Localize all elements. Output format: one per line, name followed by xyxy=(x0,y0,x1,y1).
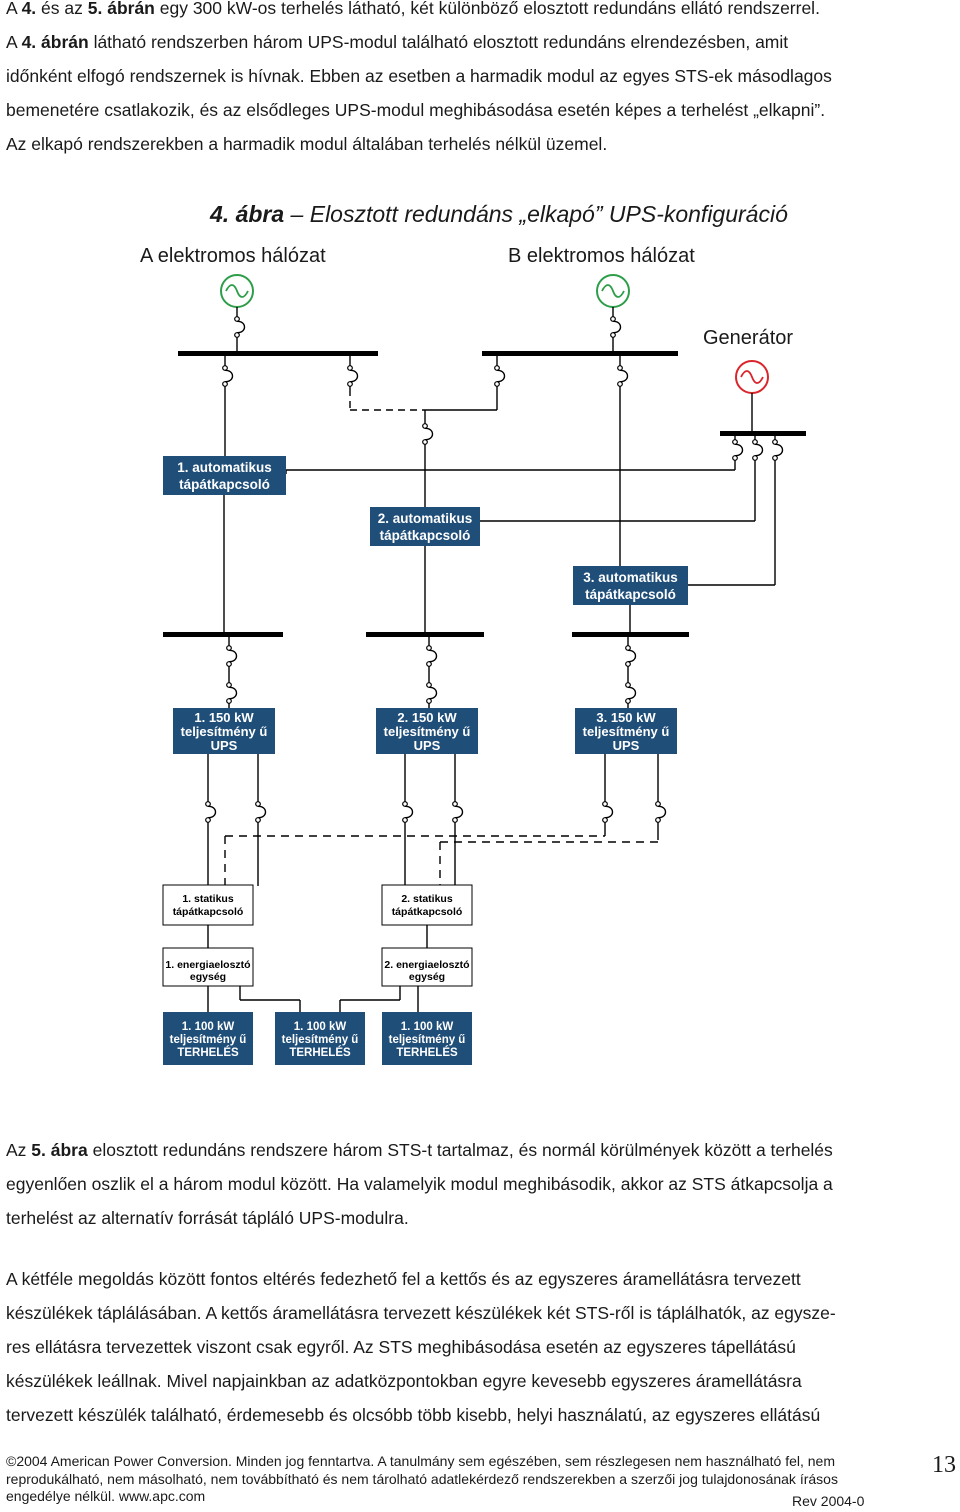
svg-text:UPS: UPS xyxy=(211,738,238,753)
ups-1-box: 1. 150 kW teljesítmény ű UPS xyxy=(173,708,275,754)
utility-a-source-icon xyxy=(220,274,254,308)
intro-line-2: A 4. ábrán látható rendszerben három UPS… xyxy=(6,32,789,52)
svg-text:1. automatikus: 1. automatikus xyxy=(177,460,272,475)
svg-text:UPS: UPS xyxy=(414,738,441,753)
svg-text:TERHELÉS: TERHELÉS xyxy=(177,1046,239,1059)
svg-text:tápátkapcsoló: tápátkapcsoló xyxy=(585,587,676,602)
paragraph-fig5: Az 5. ábra elosztott redundáns rendszere… xyxy=(6,1133,946,1235)
svg-text:teljesítmény ű: teljesítmény ű xyxy=(181,724,268,739)
svg-text:tápátkapcsoló: tápátkapcsoló xyxy=(173,906,244,918)
sts-1-box: 1. statikus tápátkapcsoló xyxy=(162,884,254,926)
svg-text:tápátkapcsoló: tápátkapcsoló xyxy=(392,906,463,918)
svg-text:2. statikus: 2. statikus xyxy=(401,893,453,905)
svg-text:teljesítmény ű: teljesítmény ű xyxy=(583,724,670,739)
svg-text:teljesítmény ű: teljesítmény ű xyxy=(282,1034,359,1046)
grid-a-label: A elektromos hálózat xyxy=(140,245,326,267)
sts-2-box: 2. statikus tápátkapcsoló xyxy=(381,884,473,926)
p2-line-3: res ellátásra tervezettek viszont csak e… xyxy=(6,1337,796,1357)
load-3-box: 1. 100 kW teljesítmény ű TERHELÉS xyxy=(382,1012,472,1065)
svg-text:tápátkapcsoló: tápátkapcsoló xyxy=(179,477,270,492)
svg-text:egység: egység xyxy=(409,971,445,983)
svg-text:teljesítmény ű: teljesítmény ű xyxy=(389,1034,466,1046)
svg-text:teljesítmény ű: teljesítmény ű xyxy=(384,724,471,739)
pdu-2-box: 2. energiaelosztó egység xyxy=(381,947,473,987)
paragraph-dual-power: A kétféle megoldás között fontos eltérés… xyxy=(6,1262,946,1432)
footer-line-1: ©2004 American Power Conversion. Minden … xyxy=(6,1453,836,1469)
svg-text:teljesítmény ű: teljesítmény ű xyxy=(170,1034,247,1046)
footer-line-2: reprodukálható, nem másolható, nem továb… xyxy=(6,1470,838,1487)
svg-text:egység: egység xyxy=(190,971,226,983)
generator-label: Generátor xyxy=(703,327,793,349)
load-1-box: 1. 100 kW teljesítmény ű TERHELÉS xyxy=(163,1012,253,1065)
intro-line-3: időnként elfogó rendszernek is hívnak. E… xyxy=(6,66,832,86)
svg-text:2. 150 kW: 2. 150 kW xyxy=(397,710,457,725)
intro-line-4: bemenetére csatlakozik, és az elsődleges… xyxy=(6,100,826,120)
p2-line-1: A kétféle megoldás között fontos eltérés… xyxy=(6,1269,801,1289)
ups-1-input-bus xyxy=(163,632,283,637)
p1-line-1: Az 5. ábra elosztott redundáns rendszere… xyxy=(6,1140,833,1160)
ups-3-input-bus xyxy=(572,632,689,637)
ups-3-box: 3. 150 kW teljesítmény ű UPS xyxy=(575,708,677,754)
p2-line-4: készülékek leállnak. Mivel napjainkban a… xyxy=(6,1371,802,1391)
intro-paragraph: A 4. és az 5. ábrán egy 300 kW-os terhel… xyxy=(6,0,946,161)
figure-title: 4. ábra – Elosztott redundáns „elkapó” U… xyxy=(209,201,788,227)
bus-a xyxy=(178,351,378,356)
footer-line-3: engedélye nélkül. www.apc.com xyxy=(6,1488,206,1504)
svg-text:1. statikus: 1. statikus xyxy=(182,893,234,905)
svg-text:2. automatikus: 2. automatikus xyxy=(378,511,473,526)
copyright-footer: ©2004 American Power Conversion. Minden … xyxy=(6,1453,906,1506)
utility-b-source-icon xyxy=(596,274,630,308)
load-2-box: 1. 100 kW teljesítmény ű TERHELÉS xyxy=(275,1012,365,1065)
svg-text:TERHELÉS: TERHELÉS xyxy=(396,1046,458,1059)
ats-2-box: 2. automatikus tápátkapcsoló xyxy=(370,507,480,546)
grid-b-label: B elektromos hálózat xyxy=(508,245,695,267)
ups-2-box: 2. 150 kW teljesítmény ű UPS xyxy=(376,708,478,754)
p1-line-2: egyenlően oszlik el a három modul között… xyxy=(6,1174,833,1194)
svg-text:1. energiaelosztó: 1. energiaelosztó xyxy=(165,959,250,971)
generator-icon xyxy=(735,360,769,394)
p1-line-3: terhelést az alternatív forrását tápláló… xyxy=(6,1208,409,1228)
ats-1-box: 1. automatikus tápátkapcsoló xyxy=(163,456,286,495)
generator-bus xyxy=(720,431,806,436)
svg-text:UPS: UPS xyxy=(613,738,640,753)
intro-line-5: Az elkapó rendszerekben a harmadik modul… xyxy=(6,134,608,154)
svg-text:TERHELÉS: TERHELÉS xyxy=(289,1046,351,1059)
page-number: 13 xyxy=(932,1452,956,1478)
svg-text:3. automatikus: 3. automatikus xyxy=(583,570,678,585)
p2-line-2: készülékek táplálásában. A kettős áramel… xyxy=(6,1303,836,1323)
svg-text:1. 100 kW: 1. 100 kW xyxy=(294,1021,347,1033)
p2-line-5: tervezett készülék található, érdemesebb… xyxy=(6,1405,821,1425)
intro-line-1: A 4. és az 5. ábrán egy 300 kW-os terhel… xyxy=(6,0,820,18)
svg-text:2. energiaelosztó: 2. energiaelosztó xyxy=(384,959,469,971)
svg-text:1. 150 kW: 1. 150 kW xyxy=(194,710,254,725)
svg-text:3. 150 kW: 3. 150 kW xyxy=(596,710,656,725)
pdu-1-box: 1. energiaelosztó egység xyxy=(162,947,254,987)
svg-text:1. 100 kW: 1. 100 kW xyxy=(182,1021,235,1033)
ups-2-input-bus xyxy=(366,632,484,637)
ats-3-box: 3. automatikus tápátkapcsoló xyxy=(573,566,688,605)
svg-text:tápátkapcsoló: tápátkapcsoló xyxy=(380,528,471,543)
figure-4-diagram: 4. ábra – Elosztott redundáns „elkapó” U… xyxy=(140,201,806,1065)
revision-label: Rev 2004-0 xyxy=(792,1493,865,1509)
bus-b xyxy=(482,351,678,356)
svg-text:1. 100 kW: 1. 100 kW xyxy=(401,1021,454,1033)
